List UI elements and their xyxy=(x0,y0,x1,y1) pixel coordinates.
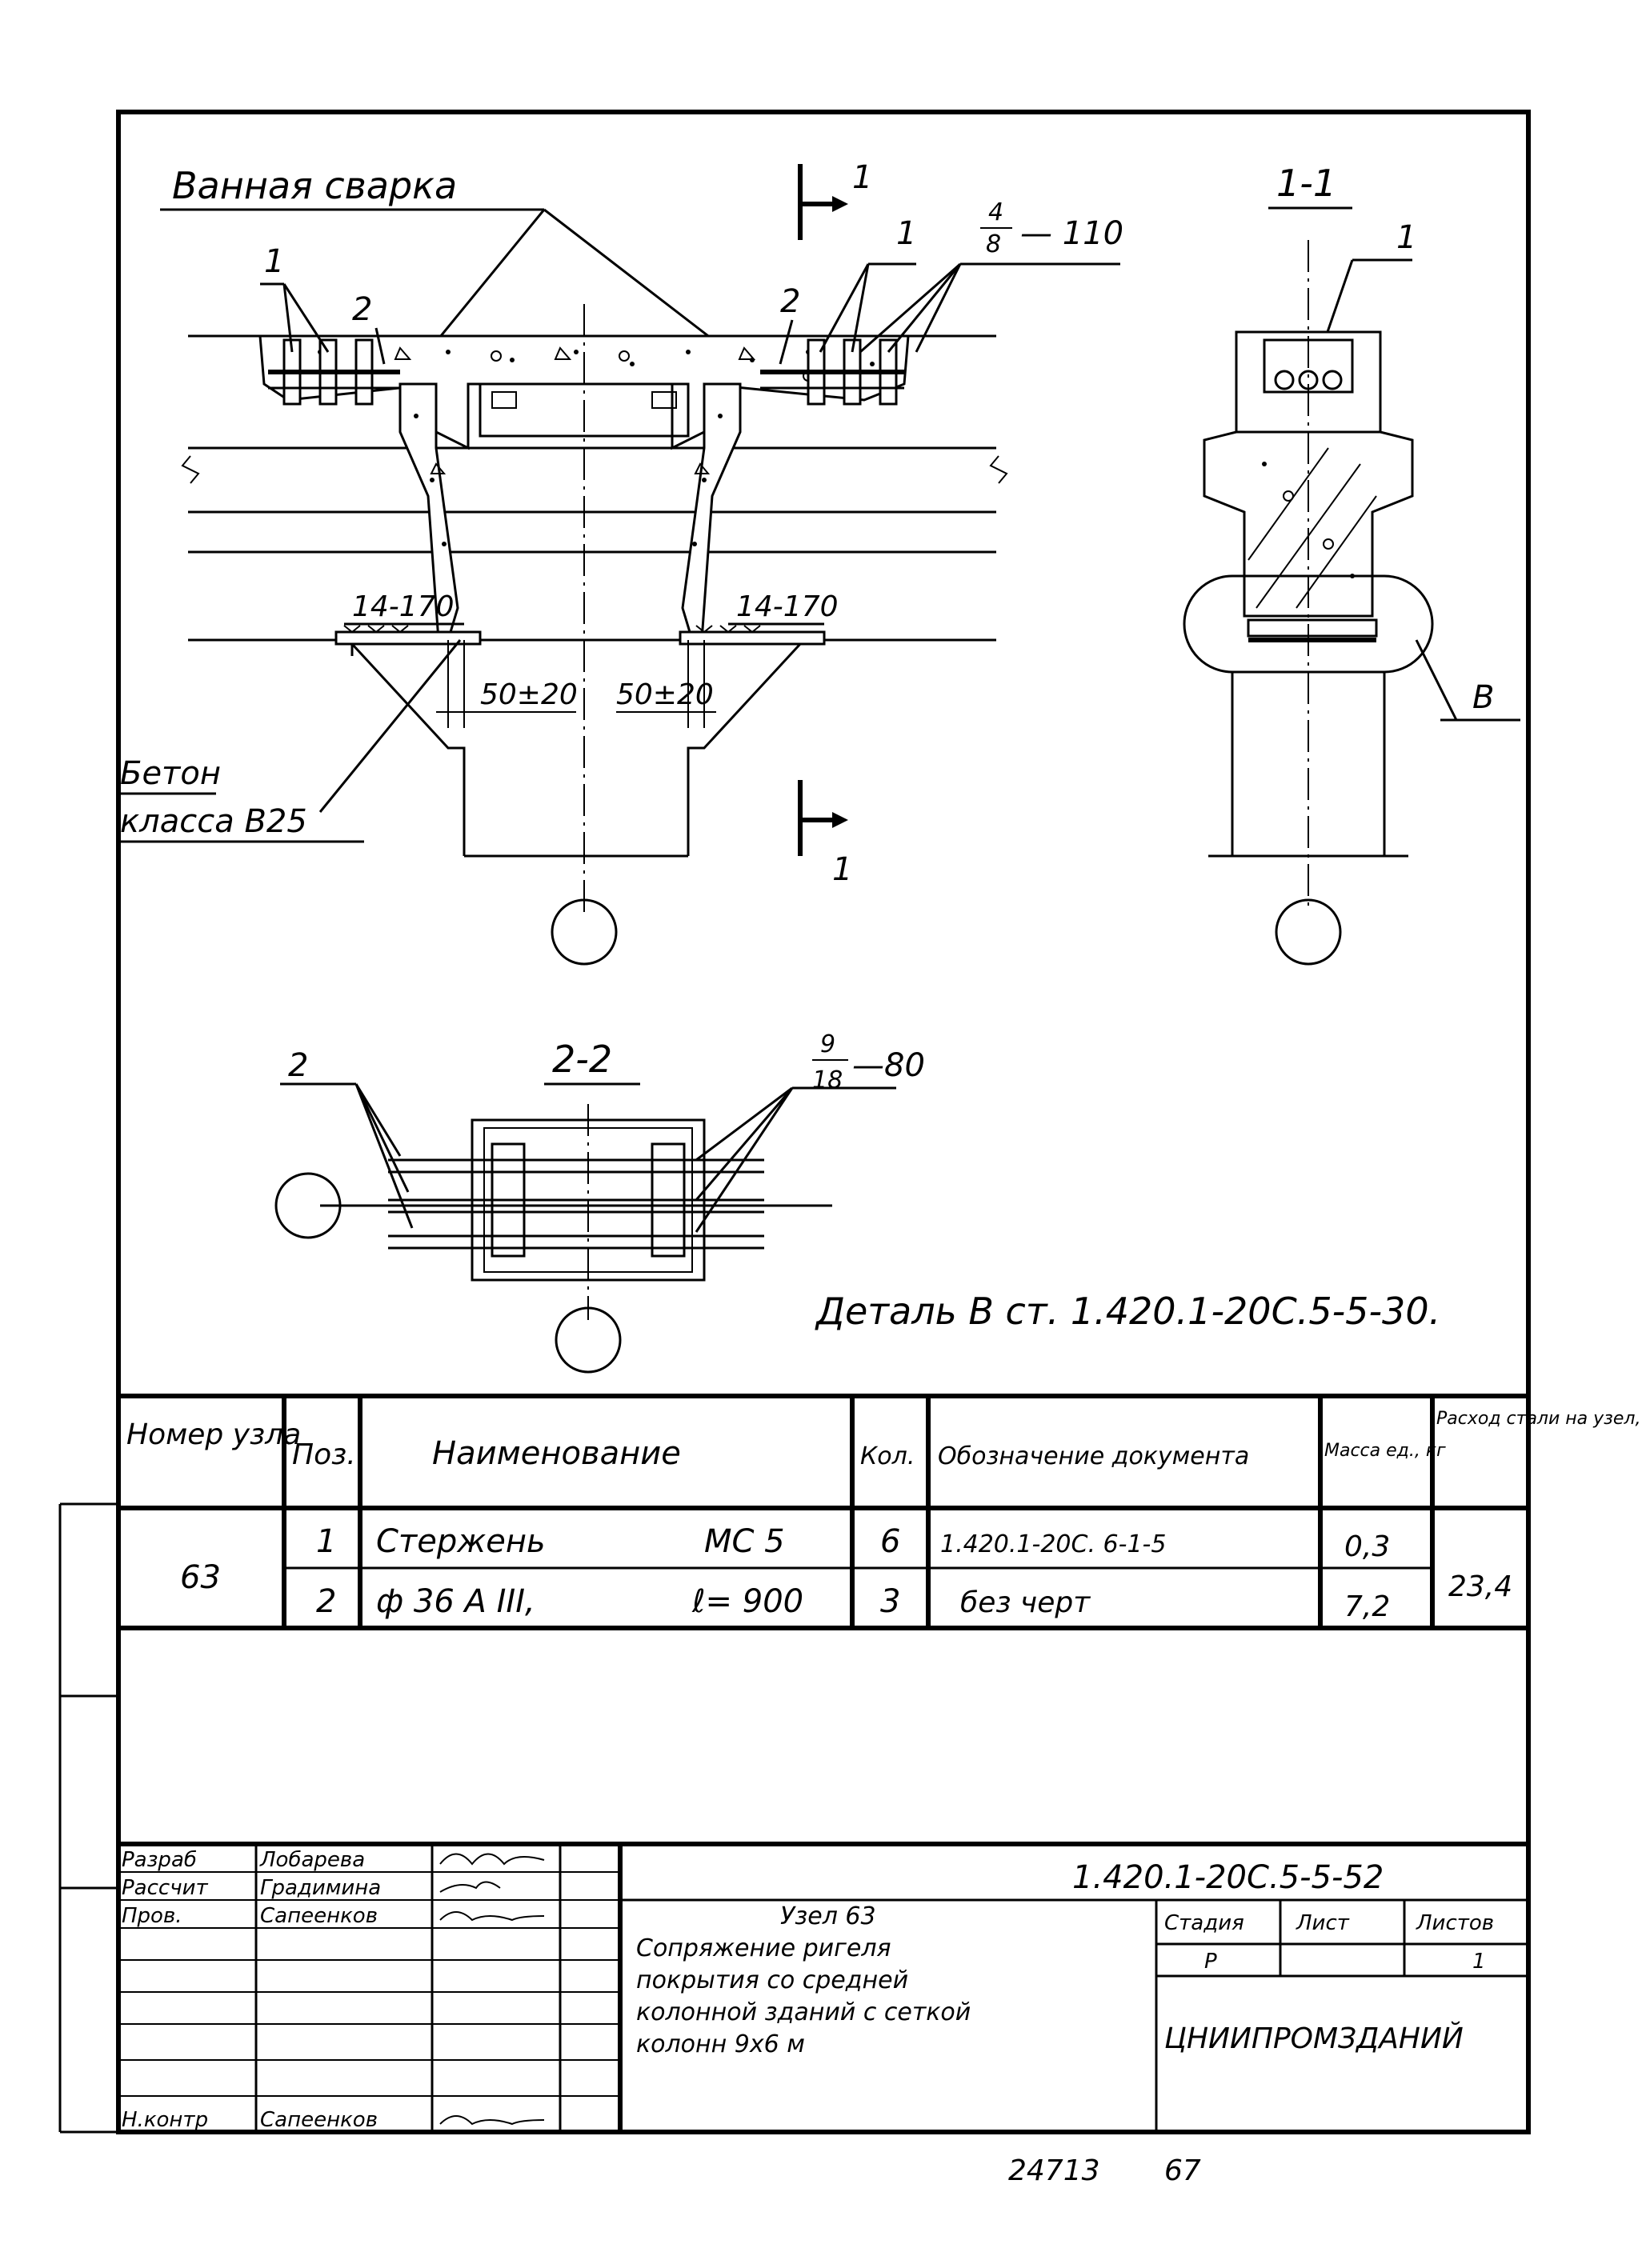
dim-right: 14-170 xyxy=(736,590,839,623)
section-2-callout: 2 xyxy=(288,1047,308,1084)
title-block: Разраб Лобарева Рассчит Градимина Пров. … xyxy=(118,1842,1528,2132)
sheets-label: Листов xyxy=(1416,1911,1494,1935)
role-calculator: Рассчит xyxy=(122,1876,208,1900)
callout-bar-bottom: 8 xyxy=(986,230,1001,258)
callout-1-right: 1 xyxy=(896,215,916,252)
signatures xyxy=(439,1853,545,2126)
node-number: 63 xyxy=(180,1559,221,1596)
title-line-3: покрытия со средней xyxy=(636,1966,908,1994)
section-2-title: 2-2 xyxy=(552,1038,612,1081)
row2-qty: 3 xyxy=(880,1583,900,1620)
document-designation: 1.420.1-20С.5-5-52 xyxy=(1072,1859,1384,1896)
stage-label: Стадия xyxy=(1164,1911,1244,1935)
row1-pos: 1 xyxy=(316,1523,336,1560)
title-line-5: колонн 9х6 м xyxy=(636,2030,805,2058)
table-row: 2 ф 36 А III, ℓ= 900 3 без черт 7,2 xyxy=(316,1583,1390,1623)
name-normcontrol: Сапеенков xyxy=(260,2108,378,2132)
concrete-label-line1: Бетон xyxy=(120,755,221,792)
role-normcontrol: Н.контр xyxy=(122,2108,208,2132)
concrete-label-line2: класса В25 xyxy=(120,803,307,840)
row1-name: Стержень xyxy=(376,1523,546,1560)
header-mass: Масса ед., кг xyxy=(1324,1441,1446,1461)
callout-bar-length: — 110 xyxy=(1020,215,1123,252)
spec-table: Номер узла Поз. Наименование Кол. Обозна… xyxy=(118,1396,1646,1630)
name-calculator: Градимина xyxy=(260,1876,381,1900)
sheet-frame xyxy=(58,110,1531,2134)
callout-bar-top: 4 xyxy=(988,198,1003,226)
title-line-2: Сопряжение ригеля xyxy=(636,1934,891,1962)
role-checker: Пров. xyxy=(122,1904,182,1928)
detail-letter: В xyxy=(1472,679,1494,716)
bath-weld-label: Ванная сварка xyxy=(172,164,457,207)
section2-bar-top: 9 xyxy=(820,1030,835,1058)
section2-bar-length: —80 xyxy=(852,1047,925,1084)
name-checker: Сапеенков xyxy=(260,1904,378,1928)
gap-right: 50±20 xyxy=(616,678,714,711)
title-line-4: колонной зданий с сеткой xyxy=(636,1998,971,2026)
dim-left: 14-170 xyxy=(352,590,455,623)
name-developer: Лобарева xyxy=(259,1848,365,1872)
row2-doc: без черт xyxy=(960,1586,1091,1619)
section-1-callout: 1 xyxy=(1396,219,1416,256)
header-node: Номер узла xyxy=(126,1418,301,1451)
sheets-value: 1 xyxy=(1472,1950,1486,1974)
callout-2-right: 2 xyxy=(780,283,800,320)
row2-name: ф 36 А III, xyxy=(376,1583,535,1620)
organization: ЦНИИПРОМЗДАНИЙ xyxy=(1164,2022,1464,2055)
title-line-1: Узел 63 xyxy=(780,1902,876,1930)
main-elevation-view: Ванная сварка xyxy=(118,159,1123,966)
cut-mark-top: 1 xyxy=(852,159,872,196)
row1-doc: 1.420.1-20С. 6-1-5 xyxy=(940,1530,1166,1558)
detail-reference: Деталь В ст. 1.420.1-20С.5-5-30. xyxy=(815,1290,1440,1333)
section-1-1: 1-1 1 В xyxy=(1183,162,1520,966)
callout-1-left: 1 xyxy=(264,243,284,280)
header-qty: Кол. xyxy=(860,1442,915,1470)
header-name: Наименование xyxy=(432,1435,681,1472)
cut-mark-bottom: 1 xyxy=(832,851,852,888)
rebar-right xyxy=(760,338,904,406)
rebar-left xyxy=(268,338,400,406)
row2-pos: 2 xyxy=(316,1583,336,1620)
callout-2-left: 2 xyxy=(352,291,372,328)
row1-mark: МС 5 xyxy=(704,1523,785,1560)
stage-value: Р xyxy=(1204,1950,1217,1974)
role-developer: Разраб xyxy=(122,1848,197,1872)
sheet-label: Лист xyxy=(1296,1911,1350,1935)
steel-total: 23,4 xyxy=(1448,1570,1512,1603)
row1-qty: 6 xyxy=(880,1523,900,1560)
table-row: 1 Стержень МС 5 6 1.420.1-20С. 6-1-5 0,3 xyxy=(316,1523,1390,1563)
section-2-2: 2-2 2 9 18 —80 Деталь В ст. 1.420.1-20С.… xyxy=(274,1030,1440,1374)
archive-number: 24713 xyxy=(1008,2154,1100,2187)
section2-bar-bottom: 18 xyxy=(812,1066,843,1094)
header-pos: Поз. xyxy=(292,1438,356,1471)
gap-left: 50±20 xyxy=(480,678,578,711)
section-1-title: 1-1 xyxy=(1276,162,1336,205)
row2-mass: 7,2 xyxy=(1344,1590,1390,1623)
header-doc: Обозначение документа xyxy=(938,1442,1249,1470)
row1-mass: 0,3 xyxy=(1344,1530,1390,1563)
row2-mark: ℓ= 900 xyxy=(691,1583,803,1620)
page-number: 67 xyxy=(1164,2154,1201,2187)
header-steel: Расход стали на узел, кг xyxy=(1436,1409,1646,1429)
